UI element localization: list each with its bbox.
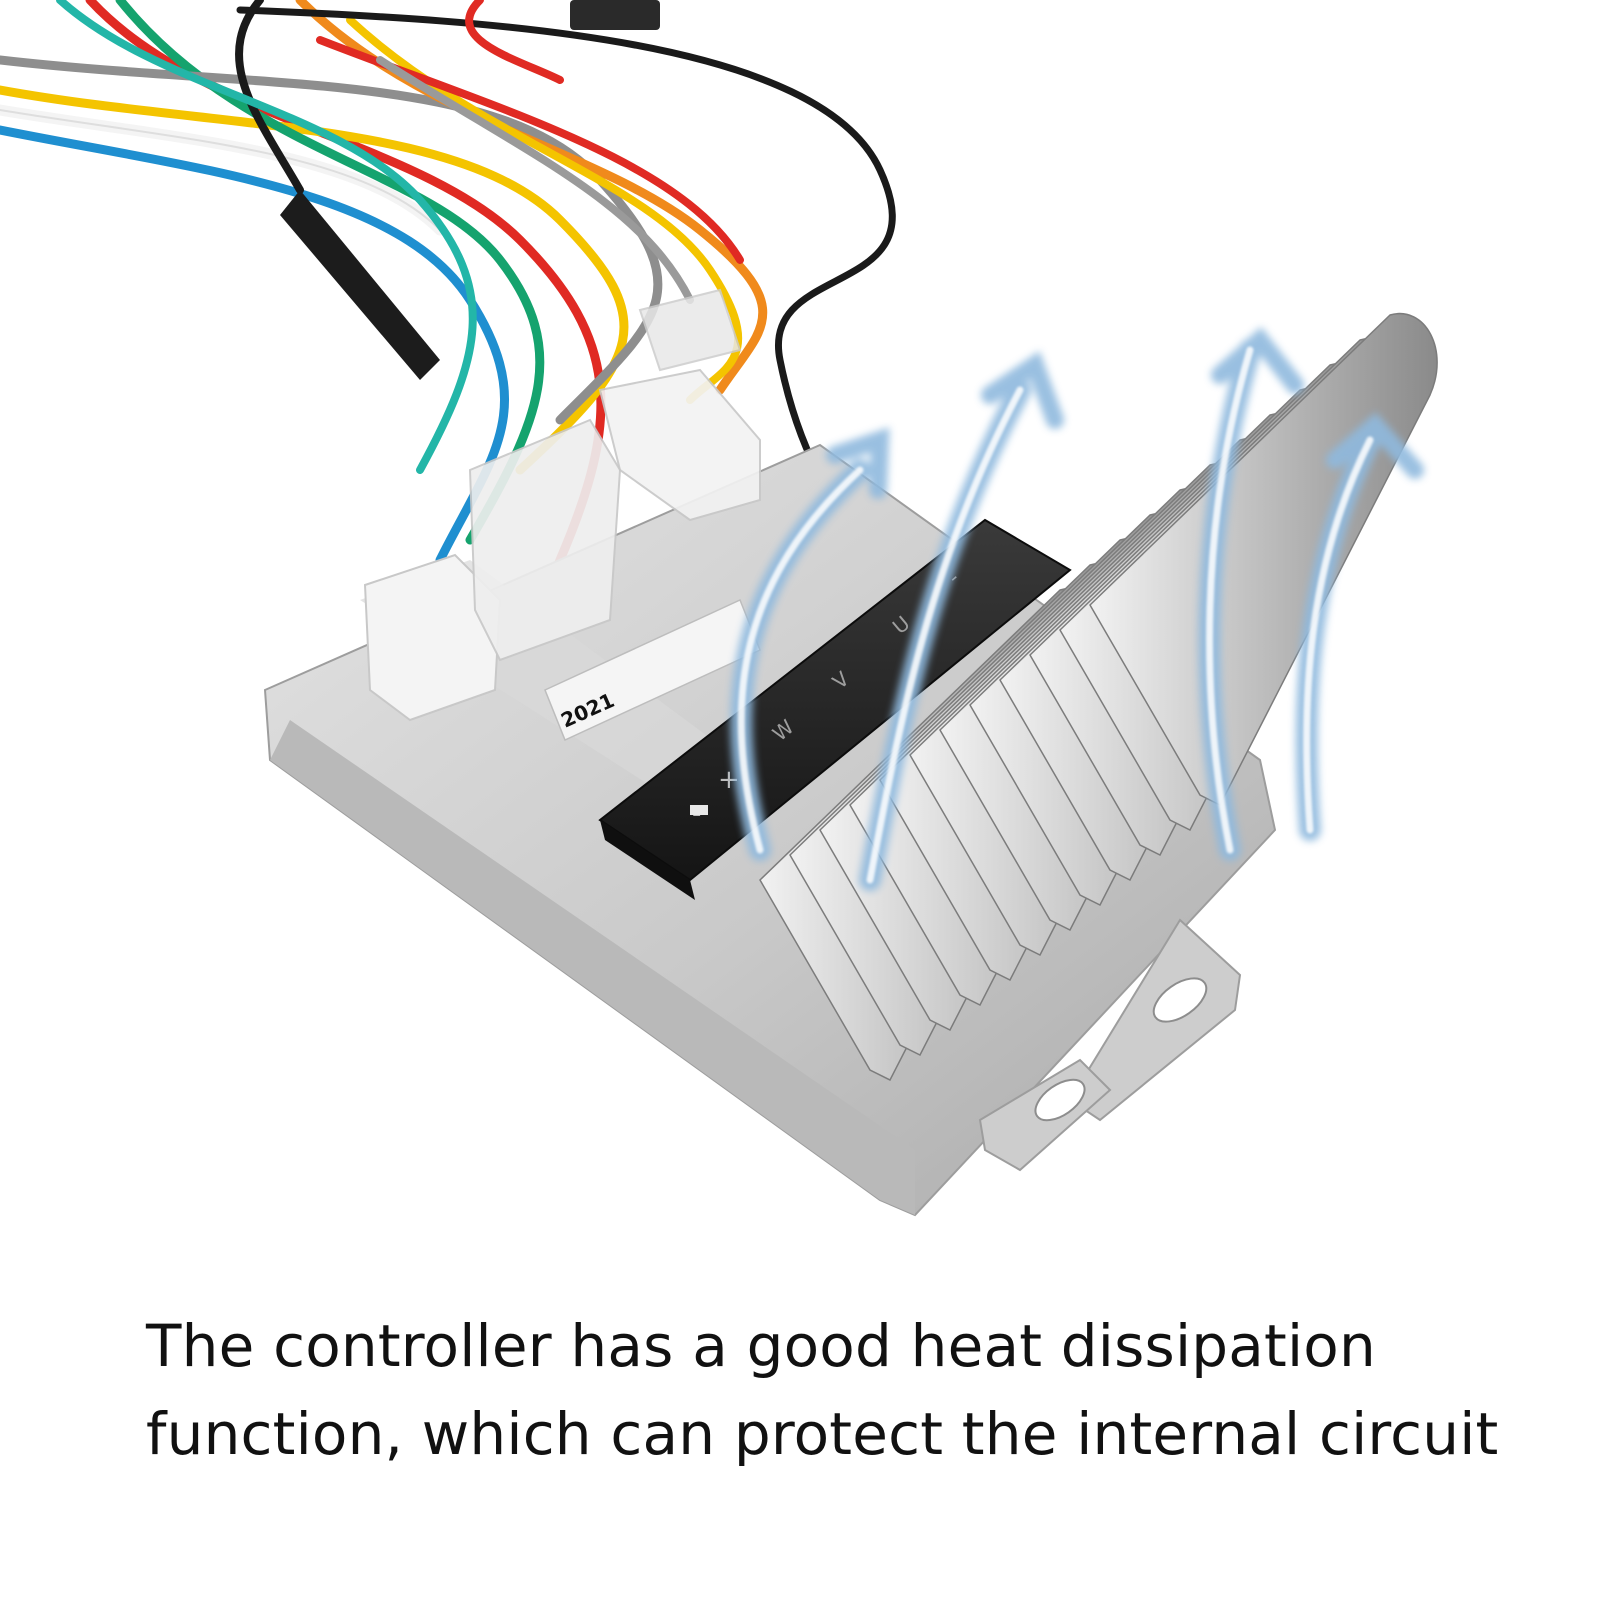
terminal-slot (690, 805, 708, 815)
wire-green (115, 0, 545, 545)
wire-harness (0, 0, 896, 785)
terminal-cover: + - W V U - (598, 518, 1072, 900)
wire-black-2 (235, 0, 304, 194)
wire-gray-2 (376, 56, 694, 304)
plug-connector (468, 418, 622, 662)
wire-blue (0, 125, 509, 565)
heat-shrink-sleeve (280, 190, 440, 380)
plug-connectors (363, 288, 761, 722)
plug-connector (363, 553, 502, 722)
wire-black (236, 6, 896, 574)
wire-white-outline (0, 109, 441, 231)
plug-connector (598, 368, 761, 522)
wire-yellow-2 (346, 16, 743, 404)
wire-teal (56, 0, 477, 474)
caption-line-1: The controller has a good heat dissipati… (146, 1312, 1376, 1380)
wire-red-3 (465, 0, 564, 84)
top-connector (570, 0, 660, 30)
heat-sink-fins (759, 312, 1438, 1082)
caption-line-2: function, which can protect the internal… (146, 1400, 1499, 1468)
caption: The controller has a good heat dissipati… (146, 1302, 1526, 1478)
serial-label: 2021 (544, 598, 761, 742)
